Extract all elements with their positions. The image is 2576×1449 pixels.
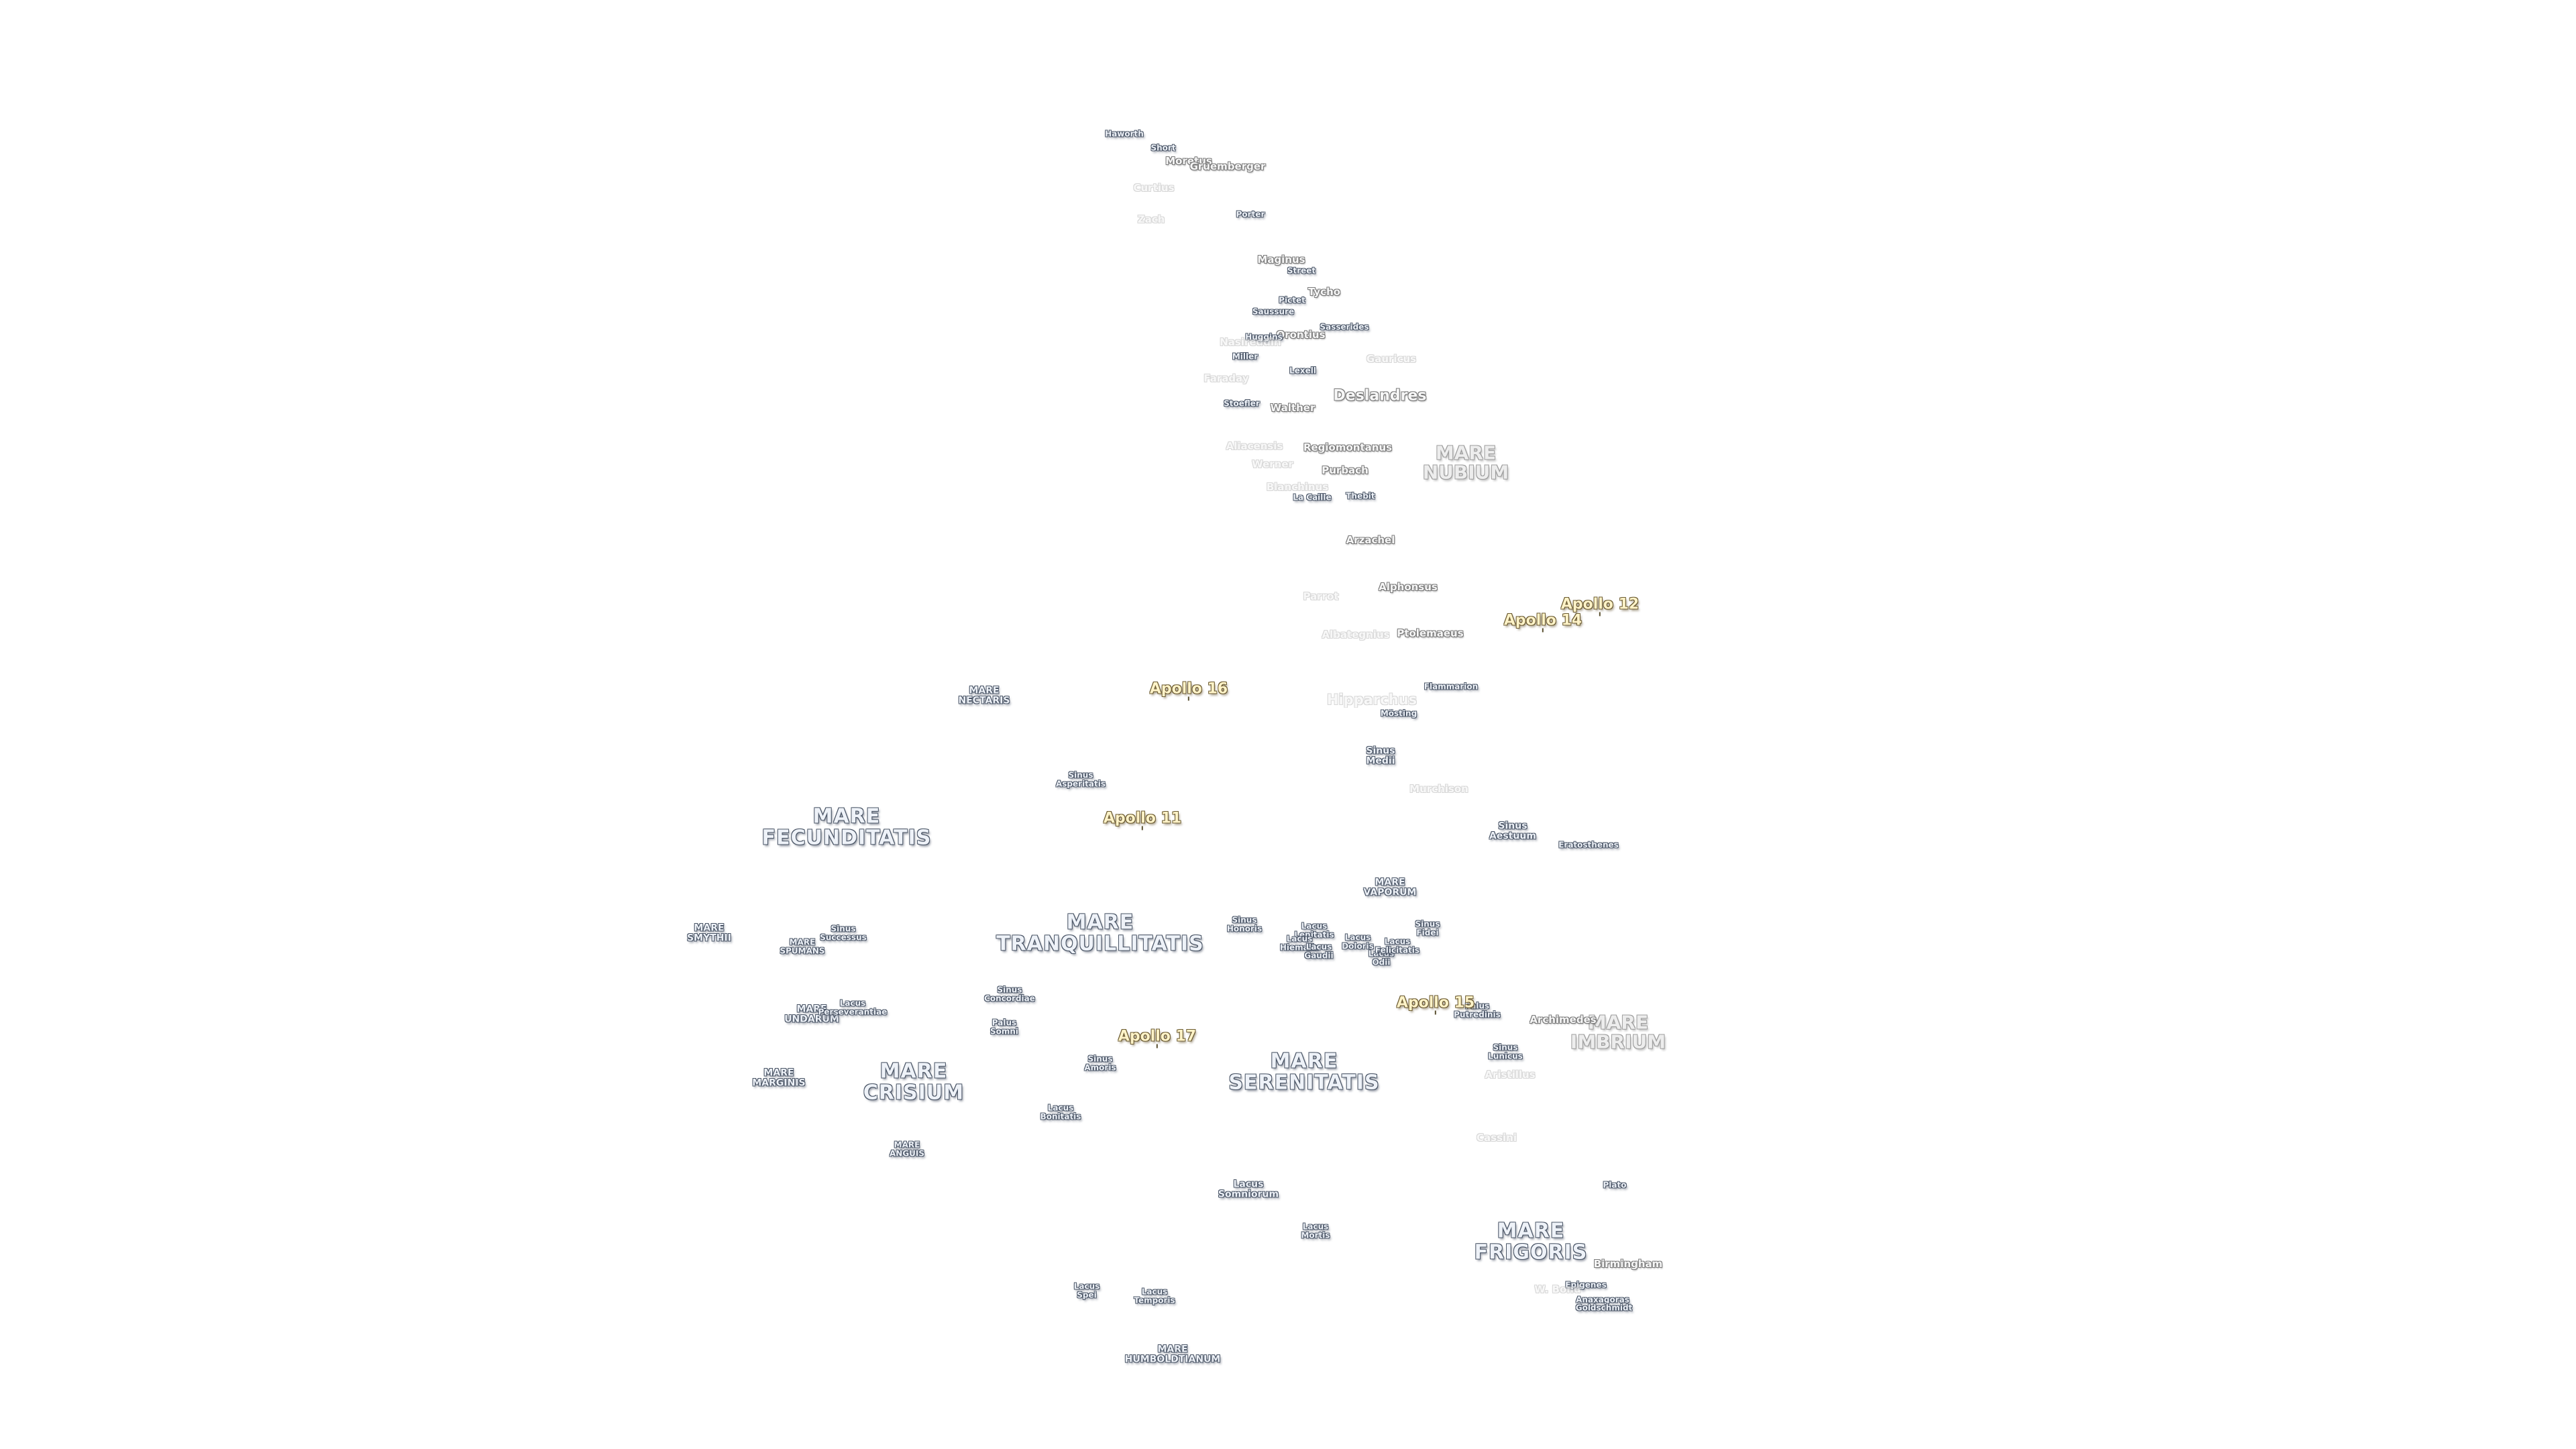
- crater-label-street[interactable]: Street: [1287, 266, 1316, 276]
- mare-label-mare-humboldtianum[interactable]: MARE HUMBOLDTIANUM: [1124, 1344, 1221, 1364]
- crater-label-hipparchus[interactable]: Hipparchus: [1326, 691, 1417, 708]
- crater-label-werner[interactable]: Werner: [1252, 458, 1293, 471]
- mare-label-mare-anguis[interactable]: MARE ANGUIS: [889, 1140, 925, 1158]
- crater-label-porter[interactable]: Porter: [1236, 209, 1265, 219]
- feature-label-palus-somni[interactable]: Palus Somni: [989, 1018, 1019, 1036]
- crater-label-mosting[interactable]: Mösting: [1380, 708, 1417, 718]
- crater-label-faraday[interactable]: Faraday: [1203, 372, 1249, 385]
- feature-label-lacus-gaudii[interactable]: Lacus Gaudii: [1304, 942, 1334, 960]
- feature-label-sinus-concordiae[interactable]: Sinus Concordiae: [984, 985, 1035, 1003]
- feature-label-lacus-felicitatis[interactable]: Lacus Felicitatis: [1375, 936, 1420, 955]
- crater-label-ptolemaeus[interactable]: Ptolemaeus: [1397, 627, 1464, 640]
- mare-label-mare-frigoris[interactable]: MARE FRIGORIS: [1474, 1219, 1588, 1264]
- crater-label-orontius[interactable]: Orontius: [1276, 329, 1326, 341]
- mare-label-mare-undarum[interactable]: MARE UNDARUM: [784, 1004, 839, 1024]
- crater-label-saussure[interactable]: Saussure: [1252, 307, 1295, 317]
- crater-label-w-bond[interactable]: W. Bond: [1534, 1283, 1581, 1296]
- crater-label-archimedes[interactable]: Archimedes: [1529, 1014, 1597, 1026]
- crater-label-eratosthenes[interactable]: Eratosthenes: [1558, 840, 1619, 850]
- crater-label-birmingham[interactable]: Birmingham: [1593, 1258, 1663, 1271]
- crater-label-epigenes[interactable]: Epigenes: [1565, 1280, 1607, 1290]
- feature-label-lacus-doloris[interactable]: Lacus Doloris: [1342, 932, 1374, 951]
- crater-label-arzachel[interactable]: Arzachel: [1346, 534, 1395, 547]
- mare-label-mare-serenitatis[interactable]: MARE SERENITATIS: [1228, 1049, 1380, 1094]
- apollo-site-apollo-14[interactable]: Apollo 14: [1503, 612, 1582, 633]
- crater-label-aliacensis[interactable]: Aliacensis: [1226, 440, 1283, 453]
- crater-label-deslandres[interactable]: Deslandres: [1333, 387, 1427, 405]
- crater-label-lexell[interactable]: Lexell: [1289, 366, 1316, 376]
- crater-label-sasserides[interactable]: Sasserides: [1320, 322, 1369, 332]
- apollo-site-apollo-17[interactable]: Apollo 17: [1118, 1028, 1197, 1049]
- crater-label-anaxagoras[interactable]: Anaxagoras: [1576, 1295, 1629, 1305]
- feature-label-lacus-spei[interactable]: Lacus Spei: [1073, 1281, 1100, 1299]
- mare-label-mare-vaporum[interactable]: MARE VAPORUM: [1363, 877, 1417, 898]
- mare-label-mare-smythii[interactable]: MARE SMYTHII: [687, 922, 731, 943]
- feature-label-sinus-lunicus[interactable]: Sinus Lunicus: [1488, 1042, 1523, 1061]
- feature-label-sinus-honoris[interactable]: Sinus Honoris: [1226, 915, 1263, 933]
- feature-label-lacus-temporis[interactable]: Lacus Temporis: [1134, 1287, 1175, 1305]
- mare-label-mare-tranquillitatis[interactable]: MARE TRANQUILLITATIS: [996, 910, 1204, 955]
- crater-label-murchison[interactable]: Murchison: [1409, 783, 1468, 796]
- feature-label-lacus-hiemalis[interactable]: Lacus Hiemalis: [1279, 934, 1320, 952]
- feature-label-lacus-bonitatis[interactable]: Lacus Bonitatis: [1040, 1103, 1081, 1121]
- mare-label-mare-marginis[interactable]: MARE MARGINIS: [752, 1067, 806, 1088]
- feature-label-lacus-lenitatis[interactable]: Lacus Lenitatis: [1294, 921, 1334, 939]
- crater-label-thebit[interactable]: Thebit: [1346, 491, 1375, 501]
- crater-label-short[interactable]: Short: [1150, 143, 1176, 153]
- mare-label-mare-fecunditatis[interactable]: MARE FECUNDITATIS: [761, 804, 932, 849]
- crater-label-pictet[interactable]: Pictet: [1279, 295, 1305, 305]
- crater-label-blanchinus[interactable]: Blanchinus: [1266, 481, 1329, 494]
- crater-label-plato[interactable]: Plato: [1603, 1180, 1627, 1190]
- crater-label-miller[interactable]: Miller: [1232, 352, 1258, 362]
- crater-label-albategnius[interactable]: Albategnius: [1322, 629, 1390, 641]
- crater-label-alphonsus[interactable]: Alphonsus: [1379, 581, 1438, 594]
- feature-label-lacus-mortis[interactable]: Lacus Mortis: [1301, 1222, 1330, 1240]
- crater-label-cassini[interactable]: Cassini: [1477, 1132, 1517, 1144]
- crater-label-gruemberger[interactable]: Gruemberger: [1189, 160, 1266, 173]
- apollo-site-apollo-16[interactable]: Apollo 16: [1149, 680, 1228, 701]
- feature-label-sinus-successus[interactable]: Sinus Successus: [820, 924, 867, 942]
- crater-label-purbach[interactable]: Purbach: [1322, 464, 1368, 477]
- feature-label-palus-putredinis[interactable]: Palus Putredinis: [1454, 1001, 1501, 1019]
- crater-label-regiomontanus[interactable]: Regiomontanus: [1303, 441, 1393, 454]
- crater-label-maginus[interactable]: Maginus: [1257, 254, 1305, 266]
- crater-label-tycho[interactable]: Tycho: [1307, 286, 1341, 299]
- feature-label-sinus-medii[interactable]: Sinus Medii: [1366, 745, 1395, 766]
- crater-label-zach[interactable]: Zach: [1137, 213, 1165, 226]
- crater-label-la-caille[interactable]: La Caille: [1293, 492, 1332, 502]
- crater-label-nasireddin[interactable]: Nasireddin: [1220, 336, 1281, 349]
- crater-label-stoefler[interactable]: Stoefler: [1224, 398, 1260, 409]
- apollo-site-apollo-11[interactable]: Apollo 11: [1103, 810, 1182, 830]
- crater-label-haworth[interactable]: Haworth: [1105, 129, 1144, 139]
- apollo-site-apollo-15[interactable]: Apollo 15: [1396, 994, 1475, 1015]
- crater-label-parrot[interactable]: Parrot: [1303, 590, 1339, 603]
- crater-label-curtius[interactable]: Curtius: [1133, 182, 1175, 195]
- mare-label-mare-nubium[interactable]: MARE NUBIUM: [1422, 441, 1509, 484]
- feature-label-lacus-perseverantiae[interactable]: Lacus Perseverantiae: [818, 998, 888, 1016]
- mare-label-mare-crisium[interactable]: MARE CRISIUM: [863, 1059, 965, 1104]
- mare-label-mare-spumans[interactable]: MARE SPUMANS: [780, 937, 825, 955]
- feature-label-sinus-fidei[interactable]: Sinus Fidei: [1415, 919, 1440, 937]
- crater-label-huggins[interactable]: Huggins: [1245, 332, 1283, 342]
- feature-label-lacus-odii[interactable]: Lacus Odii: [1368, 949, 1395, 967]
- crater-label-aristillus[interactable]: Aristillus: [1485, 1069, 1536, 1081]
- mare-label-mare-nectaris[interactable]: MARE NECTARIS: [958, 685, 1010, 706]
- crater-label-flammarion[interactable]: Flammarion: [1424, 682, 1479, 692]
- crater-label-goldschmidt[interactable]: Goldschmidt: [1575, 1303, 1633, 1313]
- feature-label-sinus-aestuum[interactable]: Sinus Aestuum: [1489, 820, 1536, 841]
- apollo-site-apollo-12[interactable]: Apollo 12: [1560, 596, 1640, 616]
- feature-label-sinus-asperitatis[interactable]: Sinus Asperitatis: [1055, 770, 1106, 788]
- feature-label-lacus-somniorum[interactable]: Lacus Somniorum: [1218, 1179, 1279, 1199]
- crater-label-gauricus[interactable]: Gauricus: [1366, 353, 1417, 366]
- crater-label-moretus[interactable]: Moretus: [1165, 155, 1212, 168]
- feature-label-sinus-amoris[interactable]: Sinus Amoris: [1084, 1054, 1116, 1072]
- crater-label-walther[interactable]: Walther: [1270, 402, 1316, 415]
- mare-label-mare-imbrium[interactable]: MARE IMBRIUM: [1570, 1011, 1666, 1053]
